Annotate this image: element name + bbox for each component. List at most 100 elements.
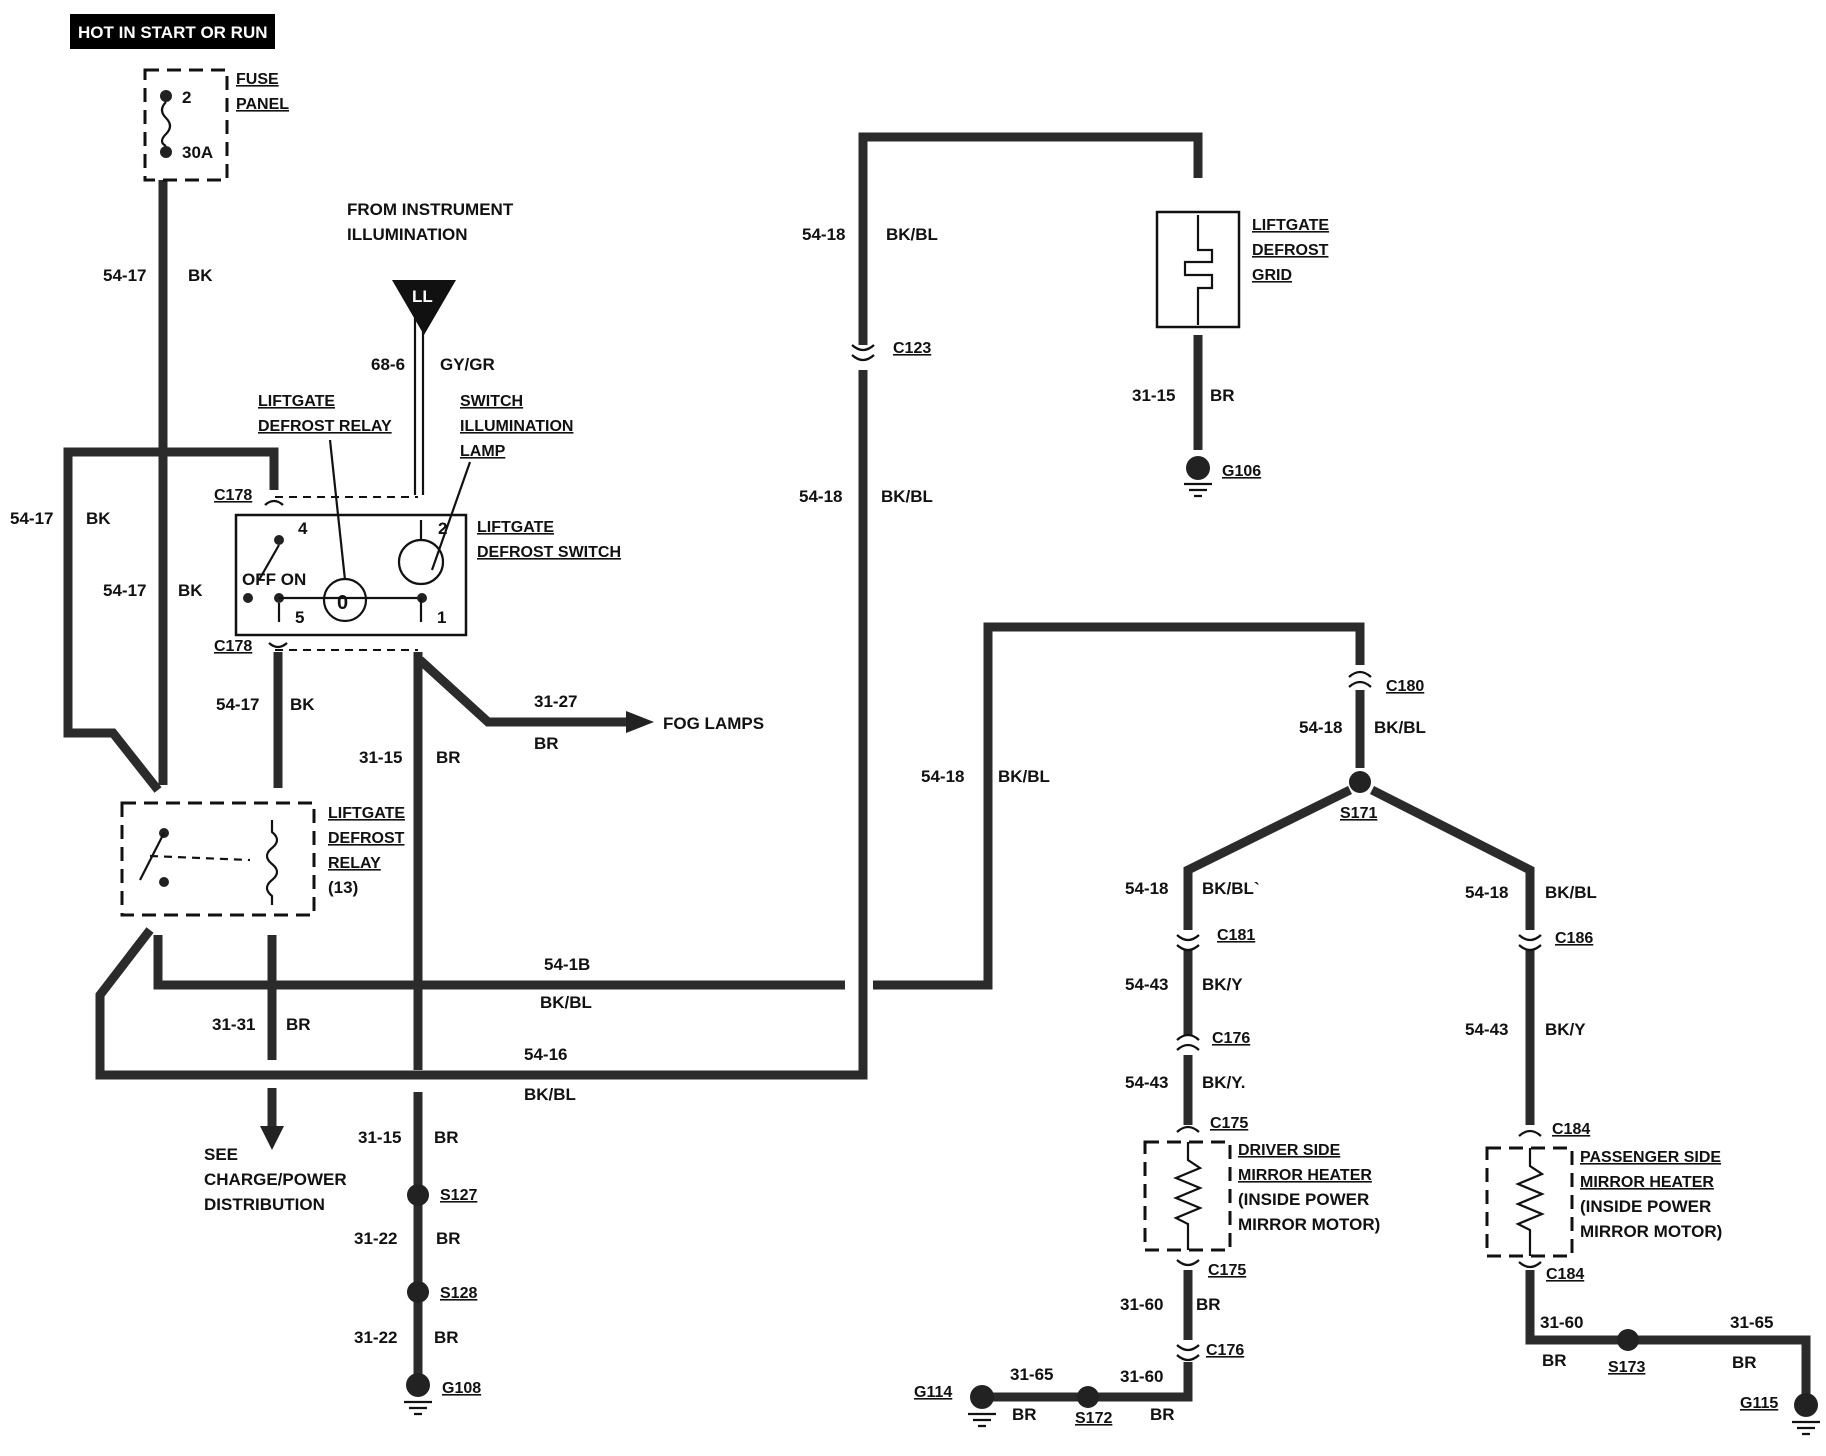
circuit-color: BK/BL — [998, 767, 1050, 786]
svg-text:C184: C184 — [1546, 1266, 1584, 1283]
fuse-name-1: FUSE — [236, 71, 279, 88]
circuit-num: 31-60 — [1540, 1313, 1583, 1332]
grid-line1: LIFTGATE — [1252, 217, 1329, 234]
circuit-color: BK/BL — [1545, 883, 1597, 902]
fuse-name-2: PANEL — [236, 96, 289, 113]
circuit-num: 31-22 — [354, 1229, 397, 1248]
relay-side-3: RELAY — [328, 855, 381, 872]
wire-54-18-horizontal — [153, 935, 845, 990]
switch-off-on: OFF ON — [242, 570, 306, 589]
circuit-color: BK/BL — [886, 225, 938, 244]
connector-c176b: C176 — [1176, 1342, 1244, 1362]
wires — [63, 132, 1811, 1402]
splice-s172: S172 — [1075, 1386, 1112, 1427]
header-label: HOT IN START OR RUN — [78, 23, 268, 42]
circuit-num: 31-15 — [1132, 386, 1175, 405]
grid-line3: GRID — [1252, 267, 1292, 284]
circuit-num: 54-1B — [544, 955, 590, 974]
instrument-line1: FROM INSTRUMENT — [347, 200, 514, 219]
circuit-num: 31-27 — [534, 692, 577, 711]
circuit-num: 31-15 — [358, 1128, 401, 1147]
circuit-num: 68-6 — [371, 355, 405, 374]
passenger-mirror-heater: PASSENGER SIDE MIRROR HEATER (INSIDE POW… — [1485, 1146, 1722, 1258]
svg-text:C176: C176 — [1212, 1030, 1250, 1047]
circuit-color: GY/GR — [440, 355, 495, 374]
circuit-num: 31-65 — [1730, 1313, 1773, 1332]
circuit-color: BK/Y — [1545, 1020, 1586, 1039]
circuit-num: 54-17 — [103, 581, 146, 600]
splice-s127: S127 — [407, 1184, 477, 1206]
circuit-num: 54-18 — [799, 487, 842, 506]
circuit-color: BR — [1542, 1351, 1567, 1370]
switch-name-2: DEFROST SWITCH — [477, 544, 621, 561]
svg-text:G114: G114 — [914, 1384, 952, 1401]
driver-mirror-heater: DRIVER SIDE MIRROR HEATER (INSIDE POWER … — [1143, 1140, 1380, 1252]
switch-pin2: 2 — [438, 519, 447, 538]
relay-label-top: LIFTGATE DEFROST RELAY — [258, 393, 392, 581]
circuit-num: 54-17 — [103, 266, 146, 285]
see-line1: SEE — [204, 1145, 238, 1164]
circuit-num: 31-60 — [1120, 1295, 1163, 1314]
passenger-heater-3: (INSIDE POWER — [1580, 1197, 1711, 1216]
driver-heater-4: MIRROR MOTOR) — [1238, 1215, 1380, 1234]
circuit-num: 54-43 — [1125, 975, 1168, 994]
circuit-num: 31-60 — [1120, 1367, 1163, 1386]
circuit-color: BK — [86, 509, 111, 528]
svg-text:S171: S171 — [1340, 805, 1377, 822]
svg-text:C175: C175 — [1208, 1262, 1246, 1279]
grounds: G106 G108 G114 G115 — [404, 456, 1820, 1436]
fuse-pin: 2 — [182, 88, 191, 107]
see-line2: CHARGE/POWER — [204, 1170, 347, 1189]
connector-c184b: C184 — [1518, 1261, 1584, 1283]
svg-text:S128: S128 — [440, 1285, 477, 1302]
switch-pin1: 1 — [437, 608, 446, 627]
svg-text:C178: C178 — [214, 487, 252, 504]
wire-54-18-to-c180 — [873, 622, 1365, 990]
relay-side-4: (13) — [328, 878, 358, 897]
circuit-num: 54-16 — [524, 1045, 567, 1064]
circuit-color: BK/BL — [524, 1085, 576, 1104]
svg-text:G108: G108 — [442, 1380, 481, 1397]
splices: S127 S128 S171 S172 S173 — [407, 771, 1645, 1427]
circuit-color: BR — [1150, 1405, 1175, 1424]
circuit-num: 54-18 — [1125, 879, 1168, 898]
circuit-num: 31-31 — [212, 1015, 255, 1034]
wire-driver-ground-2 — [975, 1362, 1193, 1402]
relay-top-1: LIFTGATE — [258, 393, 335, 410]
lamp-line3: LAMP — [460, 443, 506, 460]
splice-s128: S128 — [407, 1281, 477, 1303]
svg-text:S172: S172 — [1075, 1410, 1112, 1427]
circuit-color: BK — [178, 581, 203, 600]
circuit-num: 54-18 — [802, 225, 845, 244]
liftgate-defrost-grid: LIFTGATE DEFROST GRID — [1155, 210, 1329, 329]
passenger-heater-4: MIRROR MOTOR) — [1580, 1222, 1722, 1241]
circuit-color: BR — [1196, 1295, 1221, 1314]
circuit-color: BK — [290, 695, 315, 714]
ground-g114: G114 — [914, 1384, 996, 1428]
connector-c175a: C175 — [1176, 1115, 1248, 1133]
circuit-color: BR — [1012, 1405, 1037, 1424]
circuit-num: 31-15 — [359, 748, 402, 767]
driver-heater-1: DRIVER SIDE — [1238, 1142, 1341, 1159]
circuit-color: BR — [1732, 1353, 1757, 1372]
circuit-num: 54-18 — [1465, 883, 1508, 902]
circuit-color: BK/BL — [540, 993, 592, 1012]
svg-text:C175: C175 — [1210, 1115, 1248, 1132]
wire-54-16-up — [858, 132, 1203, 345]
circuit-color: BK/Y. — [1202, 1073, 1245, 1092]
ground-g108: G108 — [404, 1373, 481, 1416]
switch-name-1: LIFTGATE — [477, 519, 554, 536]
circuit-color: BR — [436, 748, 461, 767]
svg-text:S173: S173 — [1608, 1359, 1645, 1376]
wire-passenger-ground — [1525, 1270, 1811, 1400]
passenger-heater-2: MIRROR HEATER — [1580, 1174, 1714, 1191]
circuit-num: 54-17 — [216, 695, 259, 714]
circuit-color: BR — [434, 1328, 459, 1347]
circuit-color: BR — [534, 734, 559, 753]
connector-c175b: C175 — [1176, 1259, 1246, 1279]
ground-g115: G115 — [1740, 1393, 1820, 1436]
liftgate-defrost-switch: 0 4 2 5 1 OFF ON LIFTGATE DEFROST SWITCH — [234, 496, 621, 651]
circuit-color: BK — [188, 266, 213, 285]
wire-54-16-loop — [95, 370, 868, 1080]
circuit-num: 54-43 — [1125, 1073, 1168, 1092]
